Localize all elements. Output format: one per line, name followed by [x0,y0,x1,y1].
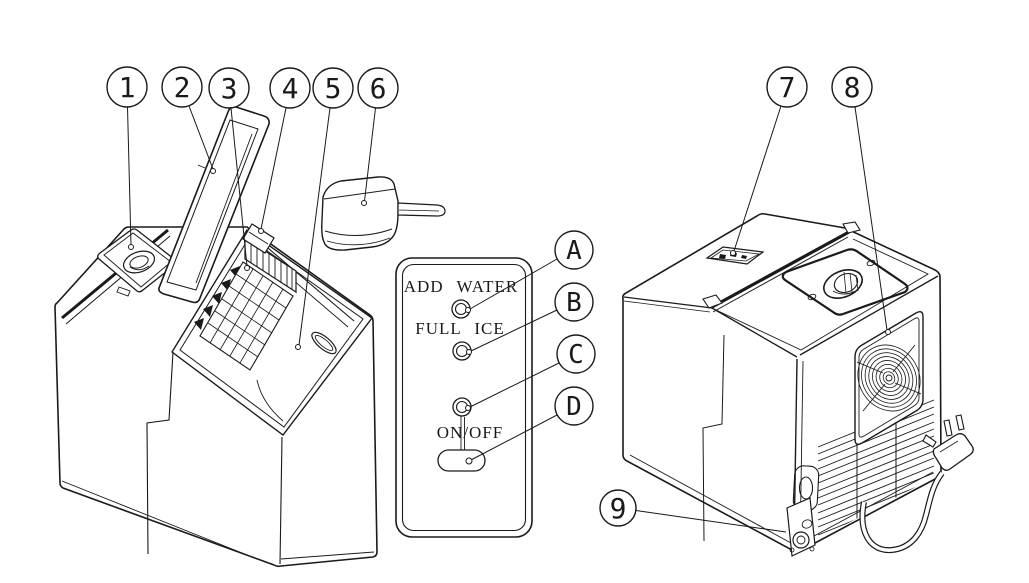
machine-body [54,226,378,568]
callout-A: A [554,230,594,270]
callout-D: D [554,386,594,426]
basket-slot [311,331,337,355]
evaporator-fins [244,236,297,294]
svg-text:5: 5 [325,72,342,105]
ice-basket [261,242,355,322]
add-water-label: ADD WATER [404,277,518,296]
svg-text:9: 9 [610,492,627,525]
callout-8: 8 [831,66,873,108]
ice-bin-opening [171,228,373,436]
callout-7: 7 [766,66,808,108]
svg-text:A: A [566,236,582,266]
svg-text:7: 7 [779,71,796,104]
lid-handle-rear [823,269,863,299]
svg-text:8: 8 [844,71,861,104]
full-ice-label: FULL ICE [415,319,505,338]
top-access-lid [781,248,909,316]
lid-handle [122,250,156,274]
svg-text:C: C [568,340,584,370]
callout-9: 9 [599,489,637,527]
svg-text:D: D [566,392,582,422]
svg-text:6: 6 [370,72,387,105]
svg-text:2: 2 [174,71,191,104]
svg-text:4: 4 [282,72,299,105]
callout-1: 1 [106,66,148,108]
svg-text:B: B [566,288,582,318]
callout-6: 6 [357,67,399,109]
leader-lines [127,105,888,533]
scoop-handle [397,202,446,217]
callout-4: 4 [269,67,311,109]
rear-body [622,212,942,553]
callout-C: C [556,334,596,374]
top-control-plate [705,246,765,265]
rear-view-machine [622,212,974,557]
top-ridge [711,230,850,309]
power-plug [922,414,965,448]
on-off-label: ON/OFF [437,423,503,442]
callout-B: B [554,282,594,322]
callout-3: 3 [208,67,250,109]
svg-text:1: 1 [119,71,136,104]
callouts: 1 2 3 4 5 6 7 8 [106,66,891,533]
condenser-fan [854,310,924,446]
panel-outer-border [395,257,533,538]
control-panel-detail: ADD WATER FULL ICE ON/OFF [395,257,533,538]
fan-grille [856,344,922,412]
leader-dots [128,168,891,465]
ice-scoop [321,176,446,251]
lid-window [166,119,259,291]
power-cord [859,414,974,554]
drain-plug [786,465,820,557]
callout-5: 5 [312,67,354,109]
front-view-machine [54,106,378,568]
svg-text:3: 3 [221,72,238,105]
evaporator-assembly [194,223,297,371]
callout-2: 2 [161,66,203,108]
on-off-button [437,449,486,472]
